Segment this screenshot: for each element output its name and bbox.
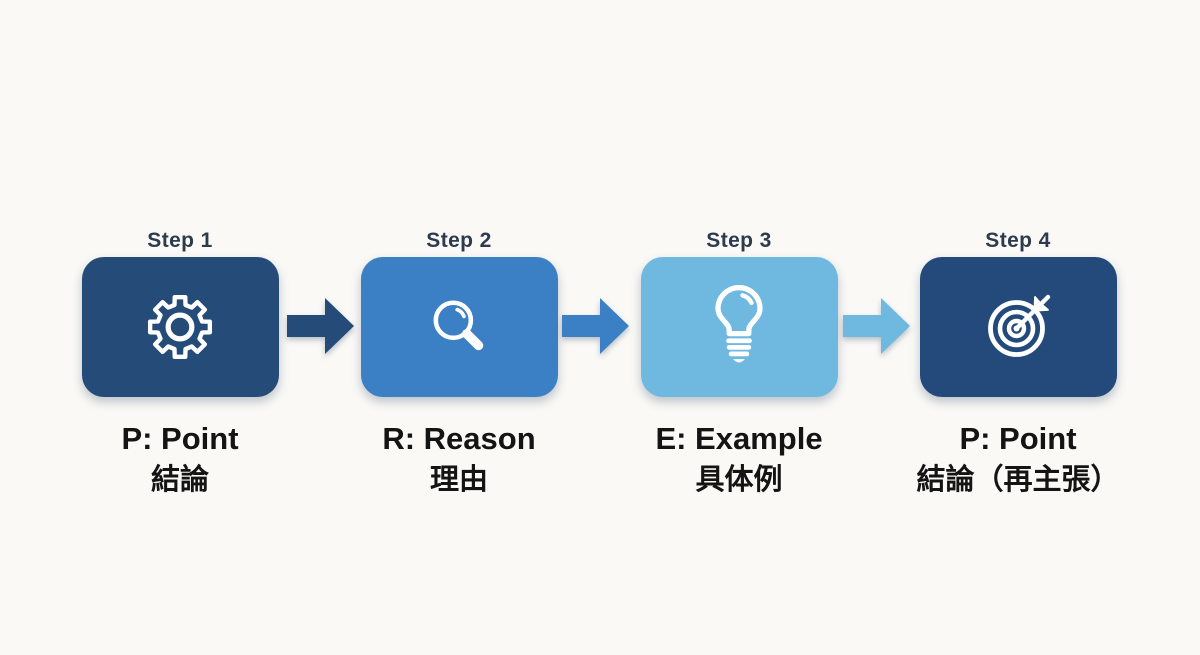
step-label: Step 1	[147, 229, 213, 252]
step-title: P: Point	[959, 421, 1077, 456]
step-box-example	[640, 257, 838, 397]
step-box-point	[81, 257, 279, 397]
arrow-right-icon	[287, 298, 354, 354]
step-box-reason	[360, 257, 558, 397]
step-title: P: Point	[121, 421, 239, 456]
step-column-3: Step 3 E: Example 具体例	[589, 224, 889, 500]
step-label: Step 3	[706, 229, 772, 252]
gear-icon	[147, 294, 213, 360]
step-column-4: Step 4 P: Point 結論（再主張）	[868, 224, 1168, 500]
step-label: Step 2	[426, 229, 492, 252]
step-title: R: Reason	[382, 421, 536, 456]
arrow-right-icon	[562, 298, 629, 354]
step-subtitle: 結論（再主張）	[916, 464, 1120, 496]
step-column-2: Step 2 R: Reason 理由	[309, 224, 609, 500]
lightbulb-icon	[715, 285, 763, 363]
arrow-right-icon	[843, 298, 910, 354]
step-label: Step 4	[985, 229, 1051, 252]
step-column-1: Step 1 P: Point 結論	[30, 224, 330, 500]
step-subtitle: 理由	[429, 464, 488, 496]
target-icon	[988, 294, 1051, 357]
step-box-point-restate	[919, 257, 1117, 397]
step-subtitle: 具体例	[695, 464, 783, 496]
step-subtitle: 結論	[150, 464, 209, 496]
magnifying-glass-icon	[433, 300, 484, 351]
step-title: E: Example	[655, 421, 823, 456]
